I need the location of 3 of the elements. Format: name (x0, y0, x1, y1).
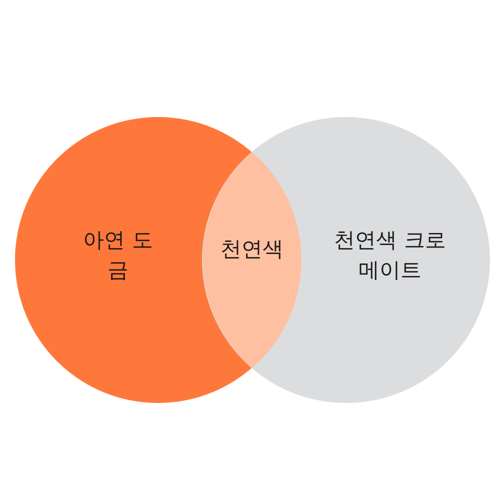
region-label: 아연 도금 (82, 227, 154, 284)
region-label: 천연색 (220, 236, 284, 263)
region-label: 천연색 크로메이트 (333, 227, 447, 284)
